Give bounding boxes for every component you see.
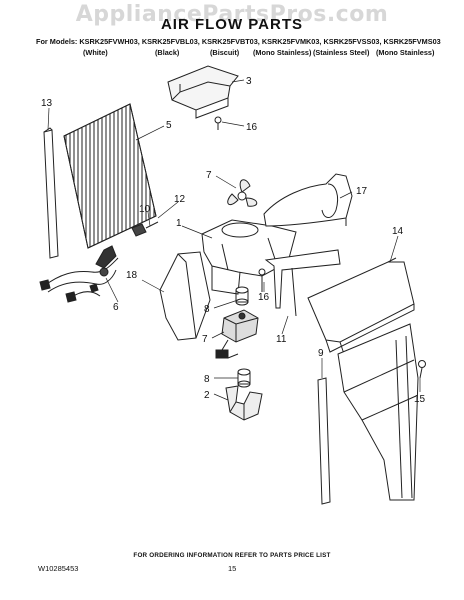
callout-4: 5	[166, 120, 172, 131]
part-7-fan-blade	[227, 179, 258, 207]
part-8-grommet-lower	[237, 368, 251, 388]
color-label-mono-stainless-2: (Mono Stainless)	[376, 48, 435, 57]
callout-16-top: 16	[246, 122, 258, 133]
callout-1: 1	[176, 218, 182, 229]
part-4-vented-panel	[63, 103, 157, 249]
callout-15: 15	[414, 394, 426, 405]
part-8-grommet-upper	[235, 286, 249, 306]
part-16-screw-lower	[258, 268, 266, 284]
site-watermark: AppliancePartsPros.com	[75, 2, 389, 27]
callout-11: 11	[276, 334, 287, 345]
callout-3: 3	[246, 76, 252, 87]
callout-labels: 3 16 5 13 1 7 17 10 12 18 6 8 16 7 11 8 …	[41, 76, 426, 405]
callout-7: 7	[206, 170, 212, 181]
part-14-air-duct	[307, 257, 415, 355]
callout-12: 12	[174, 194, 186, 205]
callout-8-upper: 8	[204, 304, 210, 315]
callout-14: 14	[392, 226, 404, 237]
part-5-wire-harness	[39, 245, 119, 303]
page-title: AIR FLOW PARTS	[160, 16, 304, 33]
part-18-insulation	[159, 251, 211, 341]
part-15-screw	[418, 360, 426, 379]
color-label-mono-stainless: (Mono Stainless)	[253, 48, 312, 57]
part-11-bracket	[264, 249, 341, 317]
part-12-connector	[131, 221, 159, 237]
callout-18: 18	[126, 270, 138, 281]
part-6-fan-motor	[215, 309, 259, 359]
ordering-note: FOR ORDERING INFORMATION REFER TO PARTS …	[133, 552, 331, 559]
part-3-top-cover	[167, 65, 239, 119]
callout-5: 6	[113, 302, 119, 313]
callout-9: 9	[318, 348, 324, 359]
leader-lines	[47, 79, 421, 401]
page-number: 15	[228, 564, 237, 573]
part-16-screw-top	[214, 116, 222, 130]
color-label-black: (Black)	[155, 48, 180, 57]
rear-duct-panel	[337, 323, 419, 501]
callout-8-lower: 8	[204, 374, 210, 385]
callout-16-lower: 16	[258, 292, 270, 303]
models-line: For Models: KSRK25FVWH03, KSRK25FVBL03, …	[36, 37, 441, 46]
part-9-foam-strip	[317, 377, 331, 505]
part-2-motor-bracket	[225, 385, 263, 421]
callout-2: 2	[204, 390, 210, 401]
color-label-biscuit: (Biscuit)	[210, 48, 240, 57]
color-label-stainless-steel: (Stainless Steel)	[313, 48, 370, 57]
part-1-fan-housing	[201, 219, 297, 295]
callout-10: 10	[139, 204, 151, 215]
callout-6: 7	[202, 334, 208, 345]
document-number: W10285453	[38, 564, 79, 573]
color-label-white: (White)	[83, 48, 108, 57]
part-17-duct-cover	[263, 173, 353, 227]
callout-13: 13	[41, 98, 53, 109]
callout-17: 17	[356, 186, 368, 197]
part-13-foam-strip	[43, 127, 59, 259]
